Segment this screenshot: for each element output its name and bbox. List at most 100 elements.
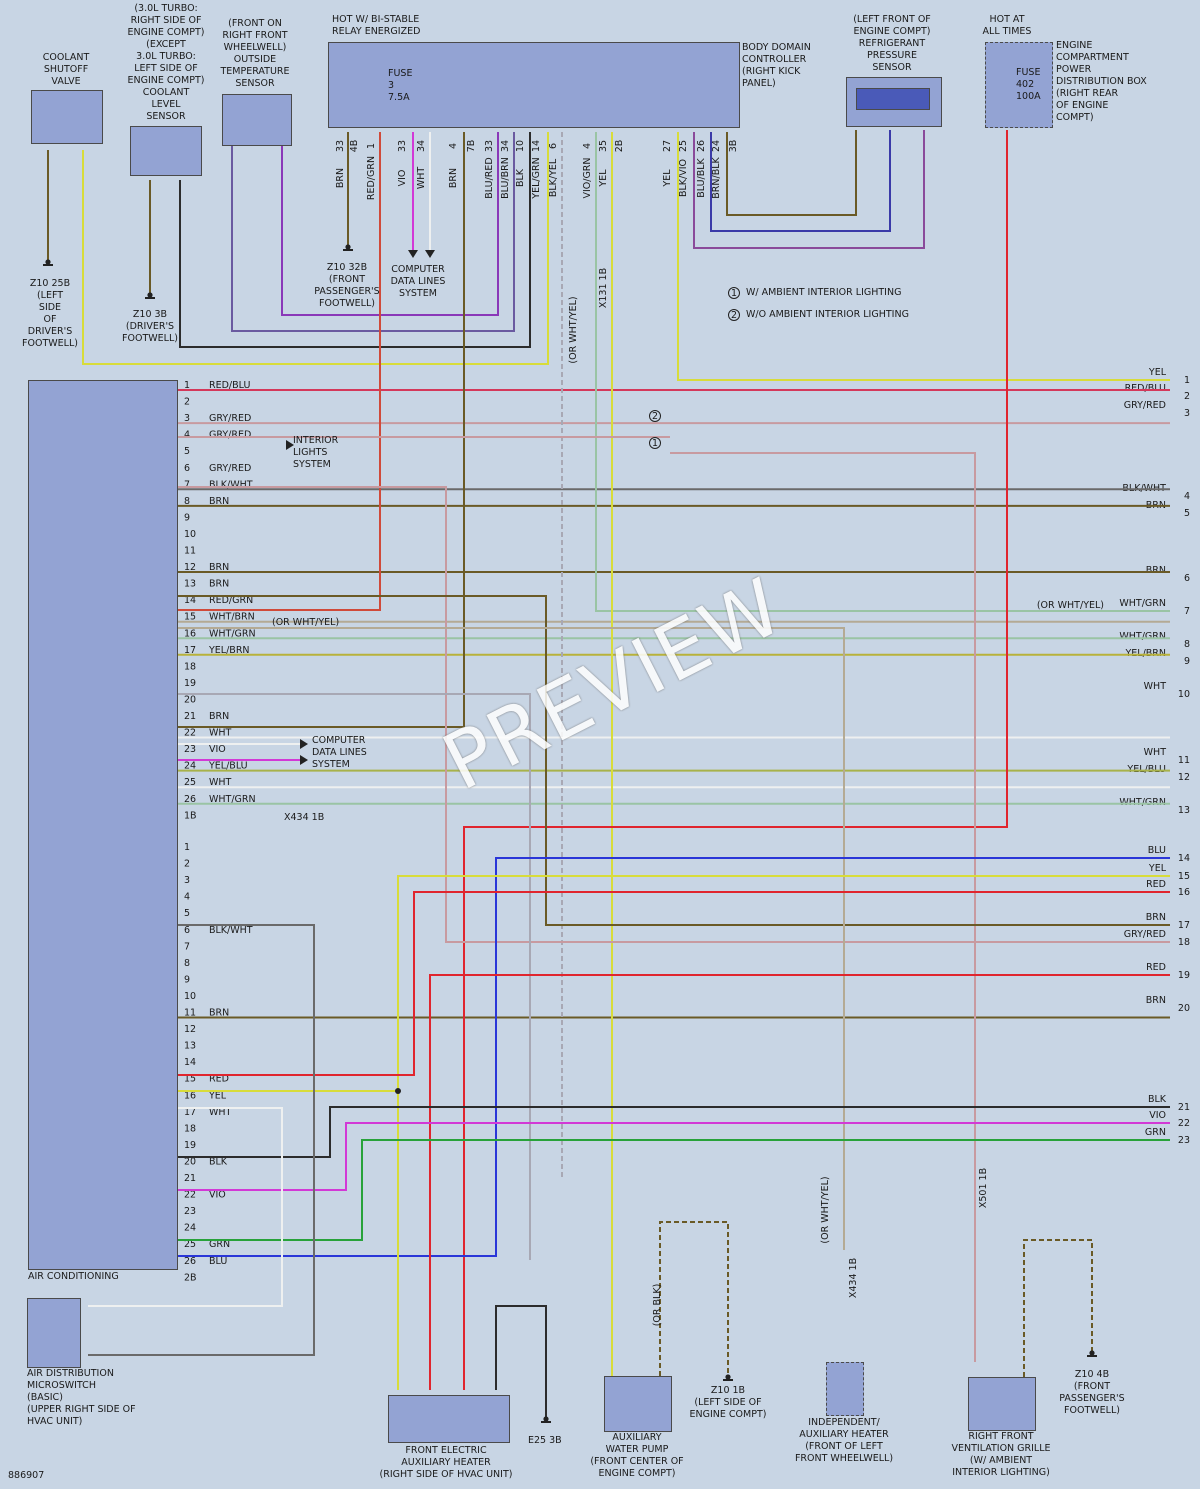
arrow-icon	[425, 250, 435, 258]
ac-pin-11: 11	[184, 546, 196, 557]
bdc-pin-4: 4	[582, 143, 593, 149]
bdc-pin-34: 34	[500, 140, 511, 152]
bdc-wire-color: VIO	[397, 170, 408, 187]
blu-blk-wire	[710, 130, 891, 232]
ventilation-grille	[968, 1377, 1036, 1431]
legend-circle	[728, 287, 740, 299]
brn-blk-wire	[726, 130, 857, 216]
blk-wire-20	[176, 1106, 1170, 1158]
ac-pin-b6: 6	[184, 925, 190, 936]
ac-pin-b2: 2	[184, 859, 190, 870]
ac-pin-22: 22	[184, 728, 196, 739]
note-x434b: X434 1B	[848, 1258, 859, 1298]
ac-pin-b22: 22	[184, 1190, 196, 1201]
ref-color: GRY/RED	[1124, 400, 1166, 411]
ac-pin-b9: 9	[184, 974, 190, 985]
legend-number: 1	[731, 288, 737, 299]
ref-18: 18	[1178, 937, 1190, 948]
bdc-wire-color: BRN/BLK	[711, 156, 722, 198]
bdc-wire-color: WHT	[416, 167, 427, 190]
ref-color: YEL/BRN	[1124, 648, 1166, 659]
ac-pin-color: RED/GRN	[209, 595, 253, 606]
bdc-wire-color: BLK/YEL	[548, 158, 559, 197]
ac-pin-16: 16	[184, 628, 196, 639]
ac-pin-b1: 1	[184, 842, 190, 853]
ref-10: 10	[1178, 689, 1190, 700]
ref-16: 16	[1178, 887, 1190, 898]
airdist-label: AIR DISTRIBUTION MICROSWITCH (BASIC) (UP…	[27, 1368, 136, 1427]
bdc-pin-6: 6	[548, 143, 559, 149]
hot-all-label: HOT AT ALL TIMES	[982, 14, 1032, 37]
refrig-sensor-inner	[856, 88, 930, 110]
ac-pin-color: WHT	[209, 1107, 232, 1118]
ac-pin-b23: 23	[184, 1206, 196, 1217]
bdc-pin-33: 33	[484, 140, 495, 152]
ac-label: AIR CONDITIONING	[28, 1271, 119, 1282]
ac-pin-8: 8	[184, 496, 190, 507]
ac-pin-b14: 14	[184, 1057, 196, 1068]
ac-pin-15: 15	[184, 612, 196, 623]
legend-1: W/ AMBIENT INTERIOR LIGHTING	[746, 287, 902, 298]
grn-wire-25	[176, 1139, 1170, 1241]
air-conditioning-module	[28, 380, 178, 1270]
red-fuse-wire	[463, 130, 1008, 1390]
ac-pin-color: BLK/WHT	[209, 479, 253, 490]
ref-color: WHT/GRN	[1119, 797, 1166, 808]
ac-pin-color: WHT/GRN	[209, 628, 256, 639]
bdc-pin-24: 24	[711, 140, 722, 152]
ac-pin-b7: 7	[184, 941, 190, 952]
ref-color: YEL	[1148, 367, 1167, 378]
heater-label: FRONT ELECTRIC AUXILIARY HEATER (RIGHT S…	[379, 1445, 513, 1480]
ac-pin-b18: 18	[184, 1123, 196, 1134]
legend-number: 1	[652, 438, 658, 449]
gry-red-6	[176, 486, 1170, 943]
ac-pin-20: 20	[184, 694, 196, 705]
junction-dot	[395, 1088, 401, 1094]
ref-6: 6	[1184, 573, 1190, 584]
ref-9: 9	[1184, 656, 1190, 667]
ac-pin-color: RED/BLU	[209, 380, 250, 391]
ref-color: GRN	[1145, 1127, 1166, 1138]
ref-5: 5	[1184, 508, 1190, 519]
ac-pin-color: GRY/RED	[209, 430, 251, 441]
ref-1: 1	[1184, 375, 1190, 386]
ac-pin-6: 6	[184, 463, 190, 474]
bdc-wire-color: YEL/GRN	[531, 157, 542, 199]
cds2-label: COMPUTER DATA LINES SYSTEM	[312, 735, 367, 770]
bdc-pin-4: 4	[448, 143, 459, 149]
note-or-blk: (OR BLK)	[652, 1284, 663, 1327]
ref-23: 23	[1178, 1135, 1190, 1146]
ground-e25-3b: E25 3B	[528, 1435, 562, 1446]
ac-pin-b5: 5	[184, 908, 190, 919]
ground-dot	[345, 244, 351, 250]
ac-pin-24: 24	[184, 761, 196, 772]
ref-21: 21	[1178, 1102, 1190, 1113]
fuse402-label: FUSE 402 100A	[1016, 67, 1041, 102]
yel-wire	[82, 132, 549, 365]
bdc-pin-25: 25	[678, 140, 689, 152]
coolant-valve-label: COOLANT SHUTOFF VALVE	[42, 52, 90, 87]
aux-water-pump	[604, 1376, 672, 1432]
ac-pin-17: 17	[184, 645, 196, 656]
brn-grille-wire	[1023, 1239, 1093, 1377]
ac-pin-b4: 4	[184, 892, 190, 903]
legend-circle	[728, 309, 740, 321]
ac-pin-color: BRN	[209, 579, 229, 590]
ac-pin-4: 4	[184, 430, 190, 441]
air-distribution-microswitch	[27, 1298, 81, 1368]
doc-id: 886907	[8, 1470, 45, 1481]
ac-pin-b20: 20	[184, 1156, 196, 1167]
ref-19: 19	[1178, 970, 1190, 981]
ac-pin-b10: 10	[184, 991, 196, 1002]
ground-dot	[543, 1416, 549, 1422]
ac-pin-b26: 26	[184, 1256, 196, 1267]
pump-label: AUXILIARY WATER PUMP (FRONT CENTER OF EN…	[590, 1432, 684, 1479]
note-x131: X131 1B	[598, 268, 609, 308]
ref-color: BLU	[1148, 845, 1166, 856]
ac-pin-1B: 1B	[184, 810, 197, 821]
ac-pin-b17: 17	[184, 1107, 196, 1118]
ac-pin-18: 18	[184, 661, 196, 672]
ac-pin-color: WHT/BRN	[209, 612, 255, 623]
ac-pin-b13: 13	[184, 1041, 196, 1052]
ac-pin-b15: 15	[184, 1074, 196, 1085]
